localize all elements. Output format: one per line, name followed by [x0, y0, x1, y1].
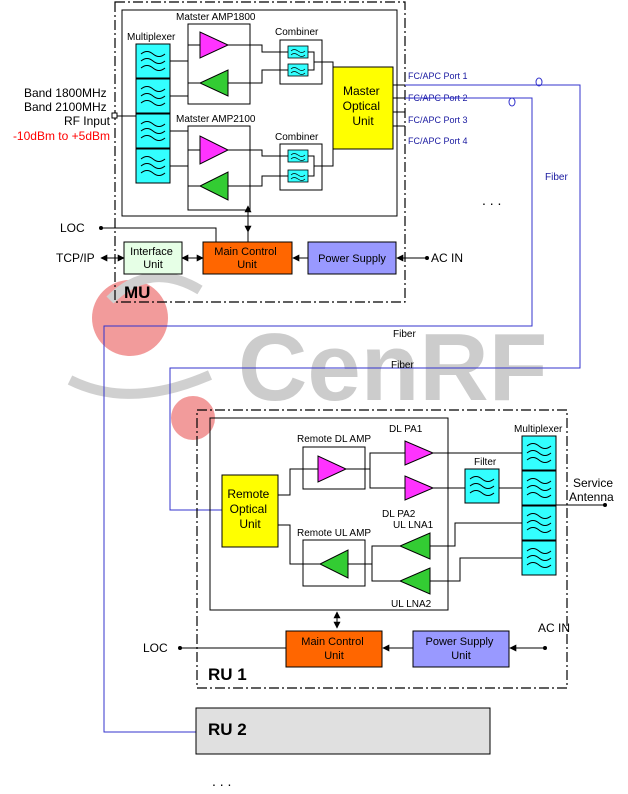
watermark-circle-small — [171, 396, 215, 440]
ul-lna1-label: UL LNA1 — [393, 520, 434, 531]
mu-power-supply — [307, 241, 397, 275]
ru1-loc-label: LOC — [143, 641, 168, 655]
mu-combiner2-filter-a — [287, 149, 309, 163]
dl-pa1-triangle — [404, 440, 435, 466]
mu-loc-label: LOC — [60, 221, 85, 235]
fc-apc-port-lines — [393, 84, 405, 127]
mu-combiner1-filter-a — [287, 45, 309, 59]
ru1-enclosure — [196, 409, 568, 689]
remote-ul-amp-label: Remote UL AMP — [297, 528, 371, 539]
ru1-ac-dot — [543, 646, 547, 650]
mu-combiner2-filter-b — [287, 169, 309, 183]
mu-combiner2-label: Combiner — [275, 132, 319, 143]
dl-pa2-triangle — [404, 475, 435, 501]
mu-power-supply-label: Power Supply — [318, 253, 386, 265]
mu-combiner1-label: Combiner — [275, 27, 319, 38]
dl-pa2-label: DL PA2 — [382, 509, 416, 520]
tcpip-label: TCP/IP — [56, 251, 95, 265]
mu-ac-dot — [425, 256, 429, 260]
master-optical-unit — [332, 66, 394, 150]
mu-inner-box — [121, 9, 398, 217]
ru1-title: RU 1 — [208, 665, 247, 684]
ru1-main-control-label: Main Control Unit — [301, 636, 366, 662]
interface-unit — [123, 241, 183, 275]
dl-pa1-label: DL PA1 — [389, 424, 423, 435]
ru1-filter — [464, 468, 500, 504]
ul-lna2-triangle — [398, 567, 431, 595]
fc-apc-port-3: FC/APC Port 3 — [408, 115, 468, 125]
fiber-to-ru1 — [169, 84, 581, 511]
interface-unit-label: Interface Unit — [130, 246, 176, 271]
ru1-multiplexer — [521, 435, 557, 576]
fc-apc-port-1: FC/APC Port 1 — [408, 71, 468, 81]
mu-enclosure — [114, 1, 406, 303]
ul-lna1-triangle — [398, 532, 431, 560]
rf-input-level: -10dBm to +5dBm — [13, 129, 110, 143]
mu-more-ports-dots: . . . — [482, 192, 501, 208]
ru2-title: RU 2 — [208, 720, 247, 739]
service-antenna-dot — [603, 503, 607, 507]
mu-signal-wiring — [170, 44, 334, 243]
mu-combiner1-filter-b — [287, 63, 309, 77]
mu-ac-in-label: AC IN — [431, 251, 463, 265]
mu-amp2100-box — [187, 125, 251, 211]
remote-optical-label: Remote Optical Unit — [227, 487, 272, 531]
fc-apc-port-4: FC/APC Port 4 — [408, 136, 468, 146]
mu-loc-line — [101, 227, 217, 243]
mu-main-control-label: Main Control Unit — [214, 246, 279, 271]
fiber-coil-2 — [508, 97, 516, 107]
ru2-box — [195, 707, 491, 755]
remote-dl-amp-label: Remote DL AMP — [297, 434, 371, 445]
ul-lna2-label: UL LNA2 — [391, 599, 432, 610]
ru1-power-supply-label: Power Supply Unit — [426, 636, 497, 662]
fiber-label-ports: Fiber — [545, 172, 568, 183]
ru1-ac-in-label: AC IN — [538, 621, 570, 635]
master-optical-label: Master Optical Unit — [343, 84, 384, 128]
fiber-coil-1 — [535, 77, 543, 87]
ru1-multiplexer-label: Multiplexer — [514, 424, 563, 435]
fiber-label-ru1: Fiber — [391, 360, 414, 371]
ru-more-dots: . . . — [212, 773, 231, 789]
mu-multiplexer — [135, 43, 171, 184]
mu-amp1800-label: Matster AMP1800 — [176, 12, 256, 23]
service-antenna-label: Service Antenna — [569, 476, 616, 504]
remote-optical-unit — [221, 474, 279, 548]
rf-input-port — [111, 112, 118, 119]
mu-multiplexer-label: Multiplexer — [127, 32, 176, 43]
ru1-filter-label: Filter — [474, 457, 497, 468]
fiber-label-ru2: Fiber — [393, 329, 416, 340]
watermark-swoosh — [67, 272, 213, 399]
mu-amp2100-label: Matster AMP2100 — [176, 114, 256, 125]
ru1-power-supply — [412, 630, 510, 668]
mu-main-control-unit — [202, 241, 293, 275]
ru1-signal-wiring — [278, 452, 605, 582]
ru1-main-control-unit — [285, 630, 383, 668]
rf-input-labels: Band 1800MHz Band 2100MHz RF Input — [24, 86, 111, 128]
ru1-inner-box — [209, 417, 449, 611]
mu-title: MU — [124, 283, 150, 302]
